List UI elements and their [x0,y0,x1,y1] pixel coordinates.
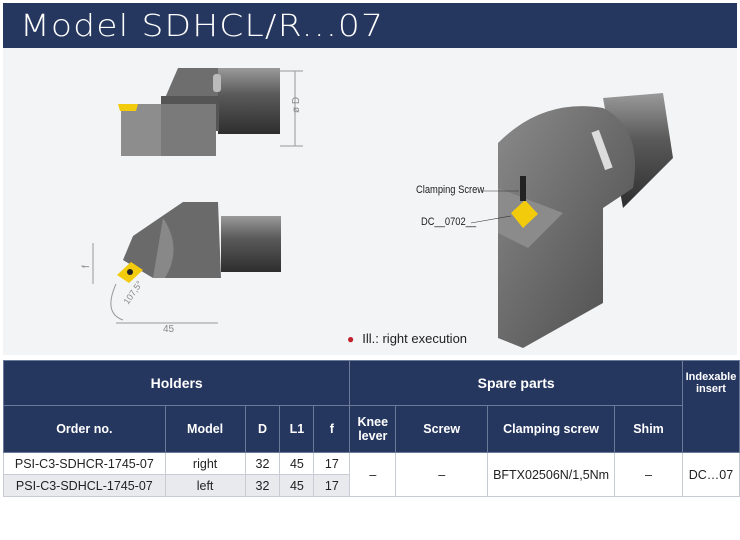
spec-table: Holders Spare parts Indexable insert Ord… [2,360,740,497]
order-no: PSI-C3-SDHCL-1745-07 [3,474,166,497]
col-clamping-screw: Clamping screw [487,405,616,453]
table-row: PSI-C3-SDHCR-1745-07 right 32 45 17 – – … [3,452,740,497]
note-text: Ill.: right execution [362,331,468,346]
group-indexable-insert: Indexable insert [681,360,740,453]
group-label: Indexable insert [685,371,737,395]
bullet-icon: ● [347,332,355,346]
technical-drawing: ø D 45 f 107,5° [81,68,673,348]
knee-lever-value: – [349,452,397,497]
l1-value: 45 [279,452,315,475]
bottom-view-holder [92,202,281,324]
col-order-no: Order no. [3,405,166,453]
col-f: f [313,405,351,453]
insert-value: DC…07 [681,452,740,497]
d-value: 32 [244,452,281,475]
clamping-screw-value: BFTX02506N/1,5Nm [487,452,616,497]
d-value: 32 [244,474,281,497]
col-screw: Screw [395,405,489,453]
dim-f-label: f [81,265,92,268]
group-spare-parts: Spare parts [349,360,683,406]
f-value: 17 [313,452,351,475]
table-row: PSI-C3-SDHCL-1745-07 left 32 45 17 [3,474,740,497]
clamping-screw-label: Clamping Screw [416,184,485,196]
dim-l1-label: 45 [163,324,175,335]
model: right [164,452,246,475]
col-knee-lever: Knee lever [349,405,397,453]
col-l1: L1 [279,405,315,453]
angle-label: 107,5° [121,279,144,306]
col-d: D [244,405,281,453]
l1-value: 45 [279,474,315,497]
title-text: Model SDHCL/R...07 [20,9,385,44]
dim-d-label: ø D [291,97,302,113]
f-value: 17 [313,474,351,497]
col-model: Model [164,405,246,453]
insert-label: DC__0702__ [421,216,477,228]
3d-holder-view [470,93,673,348]
model: left [164,474,246,497]
top-view-holder [118,68,303,156]
order-no: PSI-C3-SDHCR-1745-07 [3,452,166,475]
col-shim: Shim [614,405,683,453]
illustration-note: ● Ill.: right execution [347,331,467,346]
shim-value: – [614,452,683,497]
screw-value: – [395,452,489,497]
illustration-area: ø D 45 f 107,5° Clamping Screw DC__0702_… [3,48,737,355]
page-title: Model SDHCL/R...07 [3,3,737,48]
group-holders: Holders [2,360,351,406]
